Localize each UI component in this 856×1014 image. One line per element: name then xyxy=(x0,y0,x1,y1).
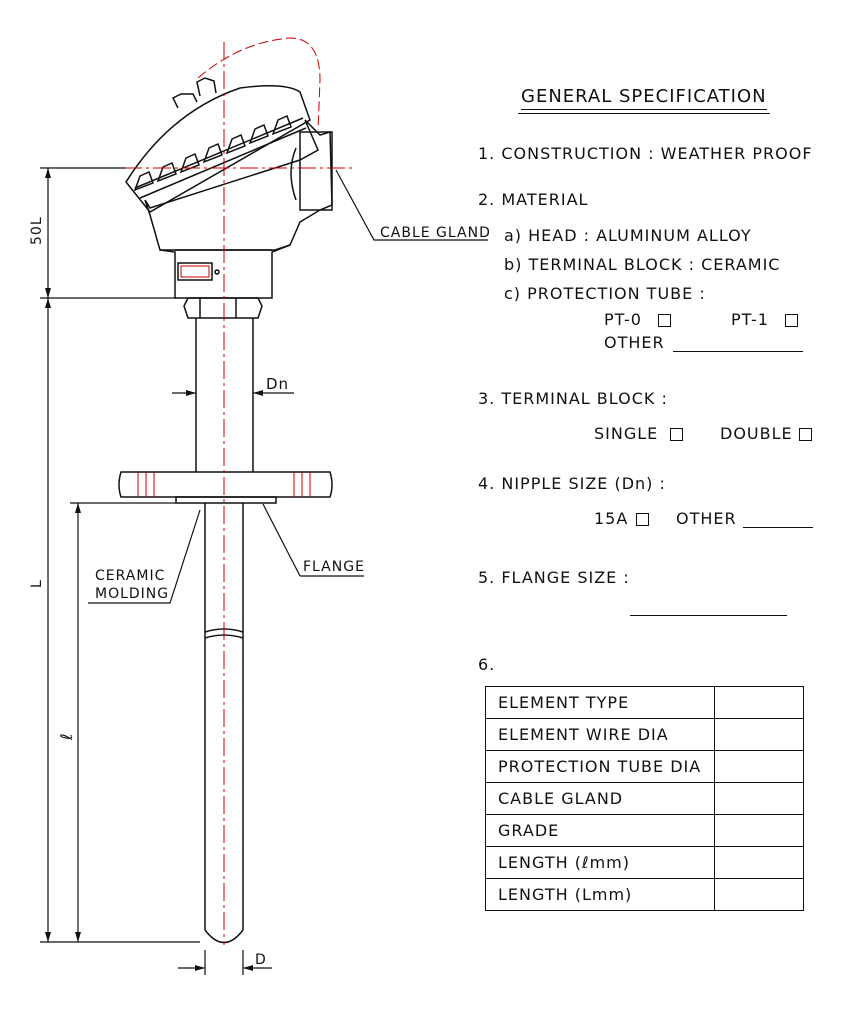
page-title: GENERAL SPECIFICATION xyxy=(518,86,770,114)
table-row-label: ELEMENT TYPE xyxy=(485,686,715,719)
table-row-value-cell[interactable] xyxy=(714,878,804,911)
nipple xyxy=(195,318,254,472)
dim-l-label: L xyxy=(29,579,45,588)
table-row-label: LENGTH (ℓmm) xyxy=(485,846,715,879)
d-label: D xyxy=(255,952,267,968)
table-row: ELEMENT WIRE DIA xyxy=(485,718,804,751)
cable-gland-label: CABLE GLAND xyxy=(380,225,491,241)
spec-item-6: 6. xyxy=(478,655,496,674)
table-row-value-cell[interactable] xyxy=(714,814,804,847)
dim-50l-label: 50L xyxy=(29,216,45,245)
spec-protection-tube: c) PROTECTION TUBE : xyxy=(504,284,706,303)
spec-construction: 1. CONSTRUCTION : WEATHER PROOF xyxy=(478,144,813,163)
flange-body xyxy=(118,471,333,504)
single-label: SINGLE xyxy=(594,424,659,443)
spec-terminal-block-material: b) TERMINAL BLOCK : CERAMIC xyxy=(504,255,781,274)
pt1-option: PT-1 xyxy=(731,310,798,329)
table-row-value-cell[interactable] xyxy=(714,686,804,719)
pt1-label: PT-1 xyxy=(731,310,769,329)
double-label: DOUBLE xyxy=(720,424,793,443)
size-15a-checkbox[interactable] xyxy=(636,513,650,526)
nipple-other-option: OTHER xyxy=(676,509,813,528)
flange-size-blank[interactable] xyxy=(630,615,787,616)
spec-terminal-block: 3. TERMINAL BLOCK : xyxy=(478,389,668,408)
table-row-label: LENGTH (Lmm) xyxy=(485,878,715,911)
table-row: PROTECTION TUBE DIA xyxy=(485,750,804,783)
table-row: ELEMENT TYPE xyxy=(485,686,804,719)
spec-nipple-size: 4. NIPPLE SIZE (Dn) : xyxy=(478,474,666,493)
ceramic-label: CERAMIC xyxy=(95,568,165,584)
size-15a-option: 15A xyxy=(594,509,650,528)
table-row-value-cell[interactable] xyxy=(714,718,804,751)
spec-head: a) HEAD : ALUMINUM ALLOY xyxy=(504,226,752,245)
pt1-checkbox[interactable] xyxy=(784,314,798,327)
spec-material: 2. MATERIAL xyxy=(478,190,589,209)
table-row: LENGTH (Lmm) xyxy=(485,878,804,911)
table-row-value-cell[interactable] xyxy=(714,750,804,783)
single-checkbox[interactable] xyxy=(670,428,684,441)
tube-other-option: OTHER xyxy=(604,333,803,352)
pt0-option: PT-0 xyxy=(604,310,671,329)
table-row: LENGTH (ℓmm) xyxy=(485,846,804,879)
table-row-value-cell[interactable] xyxy=(714,846,804,879)
table-row-label: ELEMENT WIRE DIA xyxy=(485,718,715,751)
nipple-other-label: OTHER xyxy=(676,509,737,528)
terminal-head xyxy=(125,77,333,319)
table-row-value-cell[interactable] xyxy=(714,782,804,815)
single-option: SINGLE xyxy=(594,424,684,443)
spec-flange-size: 5. FLANGE SIZE : xyxy=(478,568,630,587)
table-row: CABLE GLAND xyxy=(485,782,804,815)
tube-other-blank[interactable] xyxy=(672,335,803,352)
dn-label: Dn xyxy=(266,375,289,393)
molding-label: MOLDING xyxy=(95,586,169,602)
table-row: GRADE xyxy=(485,814,804,847)
pt0-checkbox[interactable] xyxy=(657,314,671,327)
double-checkbox[interactable] xyxy=(798,428,812,441)
pt0-label: PT-0 xyxy=(604,310,642,329)
tube-other-label: OTHER xyxy=(604,333,665,352)
size-15a-label: 15A xyxy=(594,509,629,528)
dim-lambda-label: ℓ xyxy=(57,732,76,741)
double-option: DOUBLE xyxy=(720,424,812,443)
table-row-label: CABLE GLAND xyxy=(485,782,715,815)
nipple-other-blank[interactable] xyxy=(742,511,813,528)
table-row-label: PROTECTION TUBE DIA xyxy=(485,750,715,783)
flange-label: FLANGE xyxy=(303,559,365,575)
table-row-label: GRADE xyxy=(485,814,715,847)
